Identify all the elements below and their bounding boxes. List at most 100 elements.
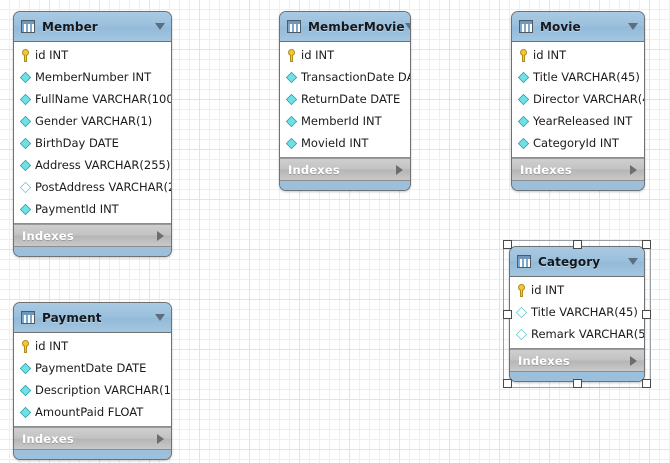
table-columns-list: id INT Title VARCHAR(45) Remark VARCHAR(50… <box>510 277 644 349</box>
column-row[interactable]: PaymentId INT <box>14 198 171 220</box>
table-icon <box>21 311 35 324</box>
column-label: MovieId INT <box>301 136 369 150</box>
resize-handle-nw[interactable] <box>503 240 512 249</box>
key-icon <box>20 339 31 353</box>
column-row[interactable]: Address VARCHAR(255) <box>14 154 171 176</box>
column-row[interactable]: MemberId INT <box>280 110 410 132</box>
chevron-down-icon[interactable] <box>155 314 165 321</box>
table-footer-strip <box>512 181 644 190</box>
column-row[interactable]: Title VARCHAR(45) <box>510 301 644 323</box>
table-header[interactable]: Movie <box>512 12 644 42</box>
indexes-section-header[interactable]: Indexes <box>510 349 644 372</box>
chevron-down-icon[interactable] <box>404 23 410 30</box>
triangle-right-icon[interactable] <box>157 433 164 444</box>
table-icon <box>287 20 301 33</box>
column-icon <box>517 137 530 149</box>
column-icon <box>517 93 530 105</box>
column-nullable-icon <box>19 181 32 193</box>
table-header[interactable]: Payment <box>14 303 171 333</box>
resize-handle-s[interactable] <box>572 379 582 388</box>
column-label: Description VARCHAR(100) <box>35 383 171 397</box>
triangle-right-icon[interactable] <box>630 355 637 366</box>
column-row[interactable]: id INT <box>14 44 171 66</box>
table-header[interactable]: MemberMovie <box>280 12 410 42</box>
column-row[interactable]: Gender VARCHAR(1) <box>14 110 171 132</box>
column-row[interactable]: id INT <box>14 335 171 357</box>
column-label: BirthDay DATE <box>35 136 119 150</box>
column-label: ReturnDate DATE <box>301 92 401 106</box>
column-label: id INT <box>531 283 565 297</box>
column-icon <box>19 406 32 418</box>
column-row[interactable]: Director VARCHAR(45) <box>512 88 644 110</box>
table-card-movie[interactable]: Movie id INT Title VARCHAR(45) Director VAR… <box>511 11 645 191</box>
table-card-category[interactable]: Category id INT Title VARCHAR(45) Remark VA… <box>509 246 645 382</box>
indexes-section-header[interactable]: Indexes <box>512 158 644 181</box>
table-name-label: Movie <box>540 19 581 34</box>
column-row[interactable]: id INT <box>280 44 410 66</box>
column-icon <box>517 115 530 127</box>
table-columns-list: id INT Title VARCHAR(45) Director VARCHAR(… <box>512 42 644 158</box>
resize-handle-ne[interactable] <box>642 240 651 249</box>
column-label: id INT <box>35 339 69 353</box>
resize-handle-e[interactable] <box>642 309 651 319</box>
column-row[interactable]: id INT <box>512 44 644 66</box>
column-row[interactable]: PaymentDate DATE <box>14 357 171 379</box>
table-header[interactable]: Category <box>510 247 644 277</box>
resize-handle-se[interactable] <box>642 379 651 388</box>
column-row[interactable]: PostAddress VARCHAR(255) <box>14 176 171 198</box>
column-row[interactable]: CategoryId INT <box>512 132 644 154</box>
table-header[interactable]: Member <box>14 12 171 42</box>
column-row[interactable]: YearReleased INT <box>512 110 644 132</box>
triangle-right-icon[interactable] <box>630 164 637 175</box>
resize-handle-sw[interactable] <box>503 379 512 388</box>
column-label: PostAddress VARCHAR(255) <box>35 180 171 194</box>
indexes-label: Indexes <box>288 162 340 177</box>
column-row[interactable]: Remark VARCHAR(500) <box>510 323 644 345</box>
table-card-payment[interactable]: Payment id INT PaymentDate DATE Description… <box>13 302 172 460</box>
column-icon <box>19 71 32 83</box>
table-icon <box>519 20 533 33</box>
column-label: id INT <box>533 48 567 62</box>
column-label: PaymentDate DATE <box>35 361 147 375</box>
triangle-right-icon[interactable] <box>396 164 403 175</box>
triangle-right-icon[interactable] <box>157 230 164 241</box>
column-label: TransactionDate DATE <box>301 70 410 84</box>
column-icon <box>19 93 32 105</box>
key-icon <box>516 283 527 297</box>
column-row[interactable]: Title VARCHAR(45) <box>512 66 644 88</box>
resize-handle-n[interactable] <box>572 240 582 249</box>
column-icon <box>19 384 32 396</box>
column-row[interactable]: FullName VARCHAR(100) <box>14 88 171 110</box>
indexes-section-header[interactable]: Indexes <box>280 158 410 181</box>
chevron-down-icon[interactable] <box>628 23 638 30</box>
column-row[interactable]: MovieId INT <box>280 132 410 154</box>
column-icon <box>19 137 32 149</box>
table-footer-strip <box>510 372 644 381</box>
resize-handle-w[interactable] <box>503 309 512 319</box>
indexes-label: Indexes <box>518 353 570 368</box>
column-label: Remark VARCHAR(500) <box>531 327 645 341</box>
column-row[interactable]: Description VARCHAR(100) <box>14 379 171 401</box>
column-row[interactable]: AmountPaid FLOAT <box>14 401 171 423</box>
column-icon <box>285 71 298 83</box>
column-icon <box>285 137 298 149</box>
column-label: AmountPaid FLOAT <box>35 405 144 419</box>
column-row[interactable]: ReturnDate DATE <box>280 88 410 110</box>
chevron-down-icon[interactable] <box>155 23 165 30</box>
indexes-section-header[interactable]: Indexes <box>14 427 171 450</box>
table-name-label: Payment <box>42 310 102 325</box>
chevron-down-icon[interactable] <box>628 258 638 265</box>
column-row[interactable]: TransactionDate DATE <box>280 66 410 88</box>
column-row[interactable]: MemberNumber INT <box>14 66 171 88</box>
column-label: PaymentId INT <box>35 202 119 216</box>
column-icon <box>517 71 530 83</box>
column-icon <box>19 362 32 374</box>
column-row[interactable]: BirthDay DATE <box>14 132 171 154</box>
column-icon <box>285 93 298 105</box>
column-label: Director VARCHAR(45) <box>533 92 644 106</box>
column-row[interactable]: id INT <box>510 279 644 301</box>
indexes-section-header[interactable]: Indexes <box>14 224 171 247</box>
